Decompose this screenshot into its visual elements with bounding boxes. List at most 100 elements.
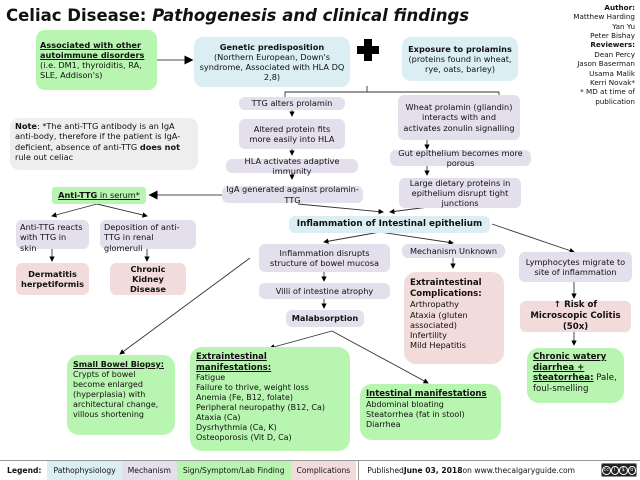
nc-icon: $: [619, 465, 628, 475]
watery-diarrhea-box: Chronic watery diarrhea + steatorrhea: P…: [527, 348, 624, 403]
complication-item: Ataxia (gluten associated): [410, 309, 468, 330]
prolamins-body: (proteins found in wheat, rye, oats, bar…: [408, 53, 512, 75]
autoimmune-title: Associated with other autoimmune disorde…: [40, 39, 145, 60]
author-name: Matthew Harding: [573, 12, 635, 22]
credits: Author: Matthew Harding Yan Yu Peter Bis…: [525, 3, 635, 106]
arrow: [51, 203, 98, 218]
colitis-risk-box: ↑ Risk of Microscopic Colitis (50x): [520, 300, 631, 332]
reviewer-name: Usama Malik: [589, 68, 635, 78]
published-info: Published June 03, 2018 on www.thecalgar…: [358, 460, 583, 480]
sa-icon: o: [627, 465, 636, 475]
disrupts-mucosa-text: Inflammation disrupts structure of bowel…: [269, 247, 380, 268]
prolamins-title: Exposure to prolamins: [408, 43, 512, 54]
arrow: [323, 231, 381, 244]
note-text-1: : *The anti-TTG antibody is an IgA anti-…: [15, 121, 181, 152]
extraintestinal-manifestations-box: Extraintestinal manifestations: Fatigue …: [190, 347, 350, 451]
reviewers-label: Reviewers:: [590, 40, 635, 50]
by-icon: i: [610, 465, 619, 475]
mechanism-unknown-text: Mechanism Unknown: [409, 245, 498, 256]
ttg-alters-box: TTG alters prolamin: [239, 97, 345, 110]
legend-sign-symptom: Sign/Symptom/Lab Finding: [176, 460, 291, 480]
colitis-label: Risk of Microscopic Colitis (50x): [530, 300, 621, 332]
lymphocytes-box: Lymphocytes migrate to site of inflammat…: [519, 252, 632, 282]
complication-item: Arthropathy: [410, 299, 460, 310]
large-proteins-box: Large dietary proteins in epithelium dis…: [399, 178, 521, 208]
dermatitis-text: Dermatitis herpetiformis: [21, 268, 84, 289]
intestinal-item: Steatorrhea (fat in stool): [366, 409, 465, 419]
ttg-renal-box: Deposition of anti-TTG in renal glomerul…: [100, 220, 196, 253]
genetic-predisposition-box: Genetic predisposition (Northern Europea…: [194, 37, 350, 87]
gut-porous-text: Gut epithelium becomes more porous: [398, 147, 523, 168]
note-text-2: rule out celiac: [15, 151, 74, 162]
legend: Legend: Pathophysiology Mechanism Sign/S…: [0, 460, 640, 480]
published-prefix: Published: [367, 466, 404, 475]
plus-icon: [357, 39, 379, 61]
author-name: Yan Yu: [612, 21, 635, 31]
intestinal-item: Diarrhea: [366, 419, 401, 429]
iga-generated-box: IgA generated against prolamin-TTG: [222, 184, 363, 205]
manifestation-item: Ataxia (Ca): [196, 413, 241, 423]
inflammation-box: Inflammation of Intestinal epithelium: [289, 216, 490, 233]
author-name: Peter Bishay: [590, 31, 635, 41]
anti-ttg-text: Anti-TTG in serum*: [56, 190, 142, 200]
autoimmune-body: (i.e. DM1, thyroiditis, RA, SLE, Addison…: [40, 60, 142, 81]
intestinal-title: Intestinal manifestations: [366, 389, 487, 399]
wheat-zonulin-box: Wheat prolamin (gliandin) interacts with…: [398, 95, 520, 140]
cc-icon: cc: [602, 465, 611, 475]
biopsy-body: Crypts of bowel become enlarged (hyperpl…: [73, 370, 159, 419]
title-subtitle: Pathogenesis and clinical findings: [152, 6, 470, 25]
watery-diarrhea-body: Pale, foul-smelling: [533, 373, 617, 395]
autoimmune-box: Associated with other autoimmune disorde…: [36, 30, 157, 90]
arrow: [269, 330, 333, 350]
arrow: [297, 203, 384, 215]
extraintestinal-complications-box: Extraintestinal Complications: Arthropat…: [404, 272, 504, 364]
gut-porous-box: Gut epithelium becomes more porous: [390, 147, 531, 168]
complications-title: Extraintestinal Complications:: [410, 278, 482, 299]
reviewer-name: Dean Percy: [594, 49, 635, 59]
large-proteins-text: Large dietary proteins in epithelium dis…: [409, 177, 511, 209]
watery-diarrhea-text: Chronic watery diarrhea + steatorrhea: P…: [533, 352, 618, 395]
mechanism-unknown-box: Mechanism Unknown: [402, 244, 505, 258]
author-label: Author:: [604, 3, 635, 12]
arrow: [379, 231, 454, 245]
dermatitis-box: Dermatitis herpetiformis: [16, 263, 89, 295]
published-site[interactable]: on www.thecalgaryguide.com: [462, 466, 576, 475]
manifestation-item: Osteoporosis (Vit D, Ca): [196, 433, 292, 443]
malabsorption-text: Malabsorption: [291, 313, 359, 324]
ckd-text: Chronic Kidney Disease: [130, 263, 166, 295]
complication-item: Infertility: [410, 330, 447, 341]
colitis-text: ↑ Risk of Microscopic Colitis (50x): [524, 300, 627, 332]
prolamin-exposure-box: Exposure to prolamins (proteins found in…: [402, 37, 518, 81]
manifestation-item: Anemia (Fe, B12, folate): [196, 393, 293, 403]
small-bowel-biopsy-box: Small Bowel Biopsy: Crypts of bowel beco…: [67, 355, 175, 435]
disrupts-mucosa-box: Inflammation disrupts structure of bowel…: [259, 244, 390, 272]
ckd-box: Chronic Kidney Disease: [110, 263, 186, 295]
altered-protein-text: Altered protein fits more easily into HL…: [249, 123, 335, 144]
note-box: Note: *The anti-TTG antibody is an IgA a…: [10, 118, 198, 170]
lymphocytes-text: Lymphocytes migrate to site of inflammat…: [525, 256, 626, 277]
note-label: Note: [15, 121, 37, 131]
manifestation-item: Failure to thrive, weight loss: [196, 383, 309, 393]
arrow-up-icon: ↑: [553, 300, 562, 311]
legend-label: Legend:: [7, 466, 42, 475]
ttg-alters-text: TTG alters prolamin: [251, 98, 333, 109]
biopsy-title: Small Bowel Biopsy:: [73, 360, 164, 369]
manifestation-item: Fatigue: [196, 373, 226, 383]
altered-protein-box: Altered protein fits more easily into HL…: [239, 119, 345, 149]
malabsorption-box: Malabsorption: [286, 310, 364, 327]
wheat-zonulin-text: Wheat prolamin (gliandin) interacts with…: [403, 102, 515, 133]
manifestation-item: Peripheral neuropathy (B12, Ca): [196, 403, 326, 413]
ttg-skin-text: Anti-TTG reacts with TTG in skin: [20, 222, 83, 253]
anti-ttg-rest: in serum*: [97, 190, 140, 201]
legend-mechanism: Mechanism: [121, 460, 177, 480]
manifestations-title: Extraintestinal manifestations:: [196, 352, 272, 373]
ttg-skin-box: Anti-TTG reacts with TTG in skin: [16, 220, 89, 253]
genetic-title: Genetic predisposition: [219, 41, 325, 52]
arrow: [96, 203, 148, 218]
ttg-renal-text: Deposition of anti-TTG in renal glomerul…: [104, 222, 180, 253]
reviewer-name: Kerri Novak*: [589, 77, 635, 87]
intestinal-item: Abdominal bloating: [366, 399, 444, 409]
title-main: Celiac Disease:: [6, 6, 153, 25]
published-date: June 03, 2018: [403, 466, 463, 475]
